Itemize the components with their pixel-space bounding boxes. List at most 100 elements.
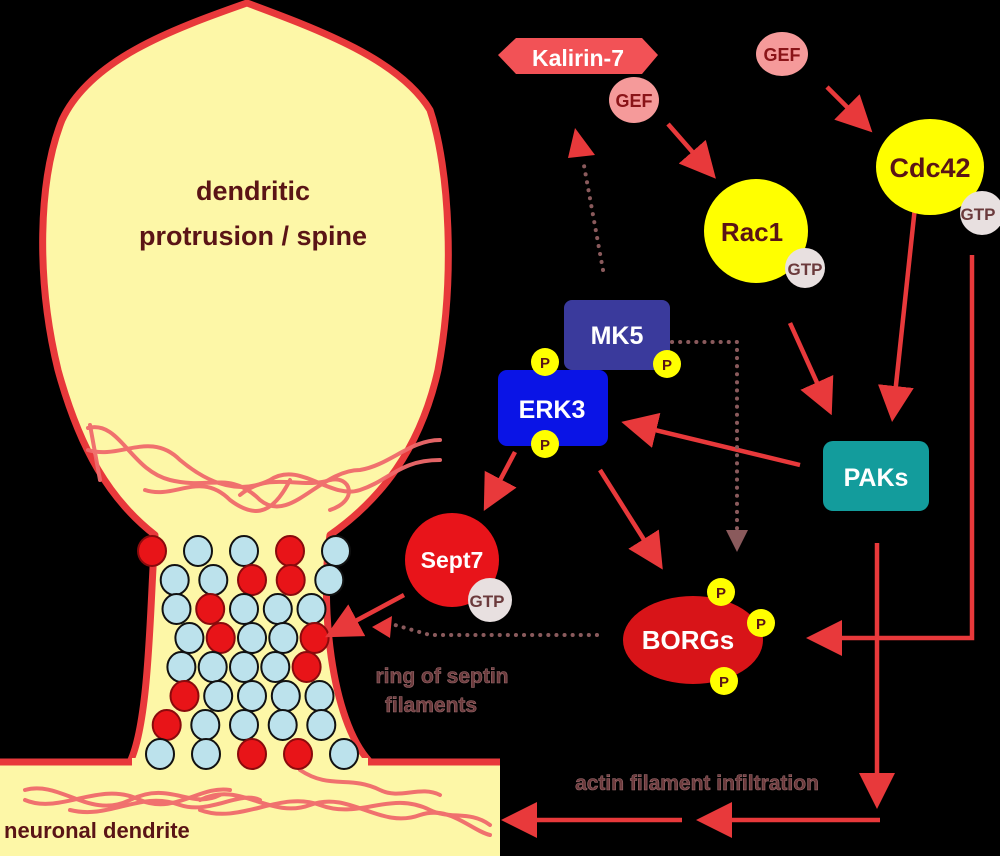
arrow-cdc42-to-paks [877,206,918,422]
borgs-label: BORGs [642,625,734,655]
spine-label-line2: protrusion / spine [139,221,367,251]
septin-filament-red [169,680,200,712]
arrow-erk3-to-borgs [598,468,663,570]
septin-filament-blue [203,680,234,712]
septin-filament-blue [321,535,351,567]
arrow-rac1-to-paks [787,322,834,416]
dotted-mk5-to-borgs [670,340,739,537]
septin-filament-blue [174,622,205,654]
mk5-box [564,300,670,370]
arrow-paks-to-erk3 [621,412,801,468]
septin-filament-red [195,593,226,625]
rac1-gtp-label: GTP [788,260,823,279]
erk3-box [498,370,608,446]
arrow-sept7-to-ring [325,593,406,638]
septin-filament-blue [237,622,267,654]
mk5-label: MK5 [591,322,644,350]
septin-filament-red [237,564,267,596]
septin-filament-red [275,564,306,596]
actin-filaments-spine [86,423,442,513]
septin-filament-blue [229,651,259,683]
borgs-phospho-badge-2 [747,609,775,637]
neuronal-dendrite-shape [0,756,500,856]
sept7-gtp-badge [468,578,512,622]
septin-filament-red [237,738,267,770]
septin-filament-blue [314,564,345,596]
sept7-gtp-label: GTP [470,592,505,611]
septin-filament-blue [260,651,291,683]
mk5-phospho-badge [653,350,681,378]
dotted-mk5-to-kalirin [581,158,605,272]
septin-filament-red [151,709,182,741]
kalirin7-hexagon [498,38,658,74]
arrowhead-kalirin [568,128,595,158]
septin-filament-blue [198,564,229,596]
kalirin7-label: Kalirin-7 [532,45,624,71]
borgs-phospho-badge-1 [707,578,735,606]
node-rac1[interactable]: Rac1 GTP [704,179,825,288]
septin-filament-blue [183,535,213,567]
cdc42-label: Cdc42 [889,153,970,183]
septin-filament-blue [296,593,327,625]
node-erk3[interactable]: ERK3 P P [498,348,608,458]
arrowhead-borgs-dotted [726,530,748,552]
septin-filament-blue [262,593,293,625]
cdc42-gtp-badge [960,191,1000,235]
node-cdc42[interactable]: Cdc42 GTP [876,119,1000,235]
septin-filament-blue [229,593,259,625]
node-borgs[interactable]: BORGs P P P [623,578,775,695]
borgs-phospho-badge-3 [710,667,738,695]
septin-filament-red [137,535,167,567]
rac1-circle [704,179,808,283]
borgs-ellipse [623,596,763,684]
dotted-edges [393,158,739,637]
septin-filament-blue [270,680,301,712]
gef-label: GEF [763,45,800,65]
erk3-label: ERK3 [519,396,586,424]
node-kalirin7[interactable]: Kalirin-7 GEF [498,38,659,123]
septin-filament-red [283,738,313,770]
spine-label-line1: dendritic [196,176,310,206]
septin-filament-blue [237,680,267,712]
septin-filament-red [275,535,305,567]
septin-filament-blue [197,651,228,683]
arrow-erk3-to-sept7 [483,450,517,511]
node-sept7[interactable]: Sept7 GTP [405,513,512,622]
dendrite-label: neuronal dendrite [4,818,190,843]
gef-circle [756,32,808,76]
node-mk5[interactable]: MK5 P [564,300,681,378]
septin-ring [137,535,359,770]
borgs-phospho-label-2: P [756,616,766,633]
septin-filament-blue [191,738,221,770]
mk5-phospho-label: P [662,357,672,374]
septin-filament-red [291,651,322,683]
septin-filament-blue [268,622,299,654]
septin-filament-blue [329,738,359,770]
septin-filament-red [299,622,330,654]
node-gef[interactable]: GEF [756,32,808,76]
arrow-gef-to-cdc42 [825,85,873,133]
septin-filament-blue [304,680,335,712]
septin-filament-blue [161,593,192,625]
sept7-label: Sept7 [421,547,484,573]
arrowhead-ring-dotted [372,616,392,638]
actin-infiltration-label: actin filament infiltration [575,772,819,795]
arrow-kalirin-to-rac1 [666,122,716,179]
septin-filament-blue [267,709,298,741]
septin-filament-blue [159,564,190,596]
septin-filament-blue [229,535,259,567]
septin-ring-label-line2: filaments [385,694,477,717]
septin-filament-blue [166,651,197,683]
node-paks[interactable]: PAKs [823,441,929,511]
paks-label: PAKs [844,464,909,492]
arrow-cdc42-to-borgs [806,255,975,656]
erk3-phospho-label-bottom: P [540,437,550,454]
actin-filaments-dendrite [23,768,492,837]
paks-box [823,441,929,511]
cell-membrane [0,0,500,856]
kalirin7-gef-label: GEF [615,91,652,111]
dotted-borgs-to-ring [393,623,599,637]
arrows [325,85,975,838]
erk3-phospho-badge-top [531,348,559,376]
